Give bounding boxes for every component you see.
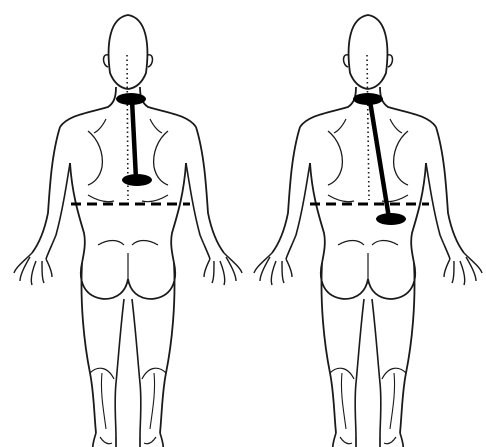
right-body-figure bbox=[254, 15, 482, 447]
left-body-figure bbox=[14, 15, 242, 447]
right-spine-dotted-line bbox=[367, 55, 369, 200]
